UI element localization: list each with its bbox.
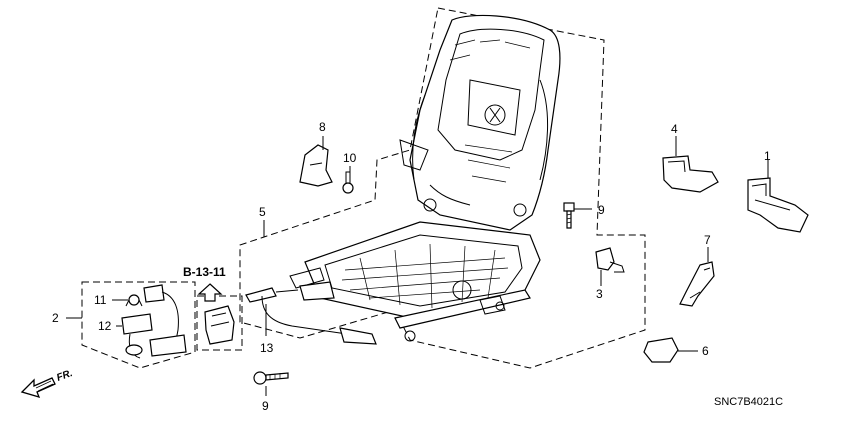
callout-9-upper: 9 [598, 203, 605, 217]
front-direction-arrow [20, 377, 56, 399]
part-4-cover [662, 155, 719, 193]
part-9-bolt-upper [563, 202, 575, 229]
callout-4: 4 [671, 122, 678, 136]
reference-arrow [197, 283, 223, 302]
callout-9-lower: 9 [262, 399, 269, 413]
part-11-clip [125, 294, 143, 307]
callout-8: 8 [319, 120, 326, 134]
callout-13: 13 [260, 341, 274, 355]
part-9-bolt-lower [253, 371, 289, 385]
part-6-cap [643, 337, 679, 363]
callout-3: 3 [596, 287, 603, 301]
seat-cushion-frame [289, 221, 541, 342]
diagram-code: SNC7B4021C [714, 396, 783, 408]
seat-back-frame [399, 14, 561, 231]
callout-5: 5 [259, 205, 266, 219]
part-8-bracket [299, 144, 333, 187]
callout-6: 6 [702, 344, 709, 358]
callout-1: 1 [764, 149, 771, 163]
assembly-boundary [81, 7, 646, 369]
part-13-cable [245, 287, 377, 345]
callout-7: 7 [704, 233, 711, 247]
reference-label: B-13-11 [183, 265, 226, 279]
part-7-bracket [679, 261, 715, 307]
part-10-screw [342, 171, 354, 194]
callout-12: 12 [98, 319, 112, 333]
callout-10: 10 [343, 151, 357, 165]
front-direction-label: FR. [55, 368, 74, 384]
callout-11: 11 [94, 293, 107, 307]
part-1-cover [747, 177, 809, 233]
callout-2: 2 [52, 311, 59, 325]
reference-connector [204, 305, 235, 345]
part-3-connector [595, 247, 625, 273]
part-2-harness [121, 284, 187, 359]
